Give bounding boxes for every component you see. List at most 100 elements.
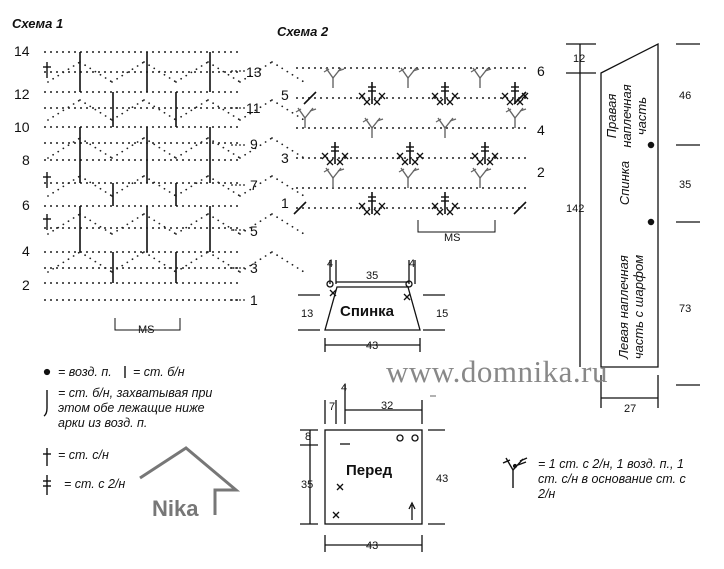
- chain-stitch: [206, 282, 208, 284]
- chain-stitch: [74, 126, 76, 128]
- chain-stitch: [344, 157, 346, 159]
- chain-stitch: [98, 71, 100, 73]
- chain-stitch: [44, 205, 46, 207]
- arch-stitch: [143, 251, 145, 253]
- chain-stitch: [212, 91, 214, 93]
- chain-stitch: [506, 187, 508, 189]
- chain-stitch: [92, 251, 94, 253]
- chain-stitch: [200, 251, 202, 253]
- chain-stitch: [416, 187, 418, 189]
- arch-stitch: [67, 258, 70, 261]
- arch-stitch: [72, 255, 75, 257]
- chain-stitch: [512, 97, 514, 99]
- arch-stitch: [271, 137, 273, 139]
- chain-stitch: [176, 71, 178, 73]
- chain-stitch: [146, 107, 148, 109]
- chain-stitch: [92, 71, 94, 73]
- chain-stitch: [146, 267, 148, 269]
- arch-stitch: [281, 257, 284, 260]
- scheme1-row-label: 4: [22, 243, 30, 259]
- arch-stitch: [276, 64, 279, 67]
- chain-stitch: [296, 207, 298, 209]
- chain-stitch: [338, 187, 340, 189]
- chain-stitch: [74, 182, 76, 184]
- arch-stitch: [163, 187, 166, 190]
- chain-stitch: [200, 282, 202, 284]
- arch-stitch: [175, 195, 177, 197]
- chain-stitch: [464, 207, 466, 209]
- chain-stitch: [86, 205, 88, 207]
- chain-stitch: [188, 107, 190, 109]
- chain-stitch: [152, 142, 154, 144]
- arch-stitch: [195, 258, 198, 261]
- chain-stitch: [482, 67, 484, 69]
- chain-stitch: [482, 187, 484, 189]
- chain-stitch: [152, 205, 154, 207]
- chain-stitch: [86, 227, 88, 229]
- arch-stitch: [222, 260, 225, 263]
- chain-stitch: [326, 207, 328, 209]
- arch-stitch: [94, 108, 97, 111]
- chain-stitch: [116, 142, 118, 144]
- arch-stitch: [301, 80, 304, 83]
- chain-stitch: [182, 205, 184, 207]
- chain-stitch: [230, 227, 232, 229]
- arch-stitch: [57, 74, 60, 77]
- arch-stitch: [296, 77, 299, 79]
- scheme1-row-label: 2: [22, 277, 30, 293]
- arch-stitch: [131, 258, 134, 261]
- chain-stitch: [62, 107, 64, 109]
- chain-stitch: [416, 207, 418, 209]
- chain-stitch: [62, 51, 64, 53]
- chain-stitch: [56, 71, 58, 73]
- arch-stitch: [148, 102, 151, 105]
- chain-stitch: [434, 127, 436, 129]
- chain-stitch: [362, 157, 364, 159]
- chain-stitch: [380, 127, 382, 129]
- chain-stitch: [98, 205, 100, 207]
- chain-stitch: [236, 227, 238, 229]
- arch-stitch: [126, 147, 129, 150]
- arch-stitch: [47, 157, 49, 159]
- arch-stitch: [163, 225, 166, 228]
- chain-stitch: [152, 282, 154, 284]
- chain-stitch: [236, 91, 238, 93]
- scheme1-row-label: 7: [250, 177, 258, 193]
- arch-stitch: [185, 74, 188, 77]
- chain-stitch: [320, 187, 322, 189]
- arch-stitch: [232, 191, 235, 193]
- arch-stitch: [249, 112, 252, 115]
- chain-stitch: [350, 187, 352, 189]
- arch-stitch: [217, 219, 220, 222]
- arch-stitch: [207, 137, 209, 139]
- arch-stitch: [173, 156, 176, 159]
- scheme2-chart: [293, 67, 529, 233]
- chain-stitch: [230, 159, 232, 161]
- chain-stitch: [386, 157, 388, 159]
- chain-stitch: [314, 97, 316, 99]
- chain-stitch: [122, 142, 124, 144]
- chain-stitch: [230, 182, 232, 184]
- scheme2-row-label: 4: [537, 122, 545, 138]
- arch-stitch: [104, 267, 107, 269]
- chain-stitch: [68, 142, 70, 144]
- front-left-small: 8: [305, 431, 312, 443]
- chain-stitch: [110, 182, 112, 184]
- arch-stitch: [217, 67, 220, 70]
- arch-stitch: [286, 146, 289, 149]
- arch-stitch: [79, 251, 81, 253]
- arch-stitch: [141, 251, 144, 254]
- chain-stitch: [368, 187, 370, 189]
- chain-stitch: [206, 227, 208, 229]
- chain-stitch: [44, 51, 46, 53]
- chain-stitch: [182, 51, 184, 53]
- arch-stitch: [148, 216, 151, 219]
- chain-stitch: [296, 127, 298, 129]
- chain-stitch: [512, 67, 514, 69]
- chain-stitch: [200, 227, 202, 229]
- chain-stitch: [188, 251, 190, 253]
- arch-stitch: [207, 251, 209, 253]
- chain-stitch: [188, 227, 190, 229]
- arch-stitch: [175, 233, 177, 235]
- arch-stitch: [296, 267, 299, 269]
